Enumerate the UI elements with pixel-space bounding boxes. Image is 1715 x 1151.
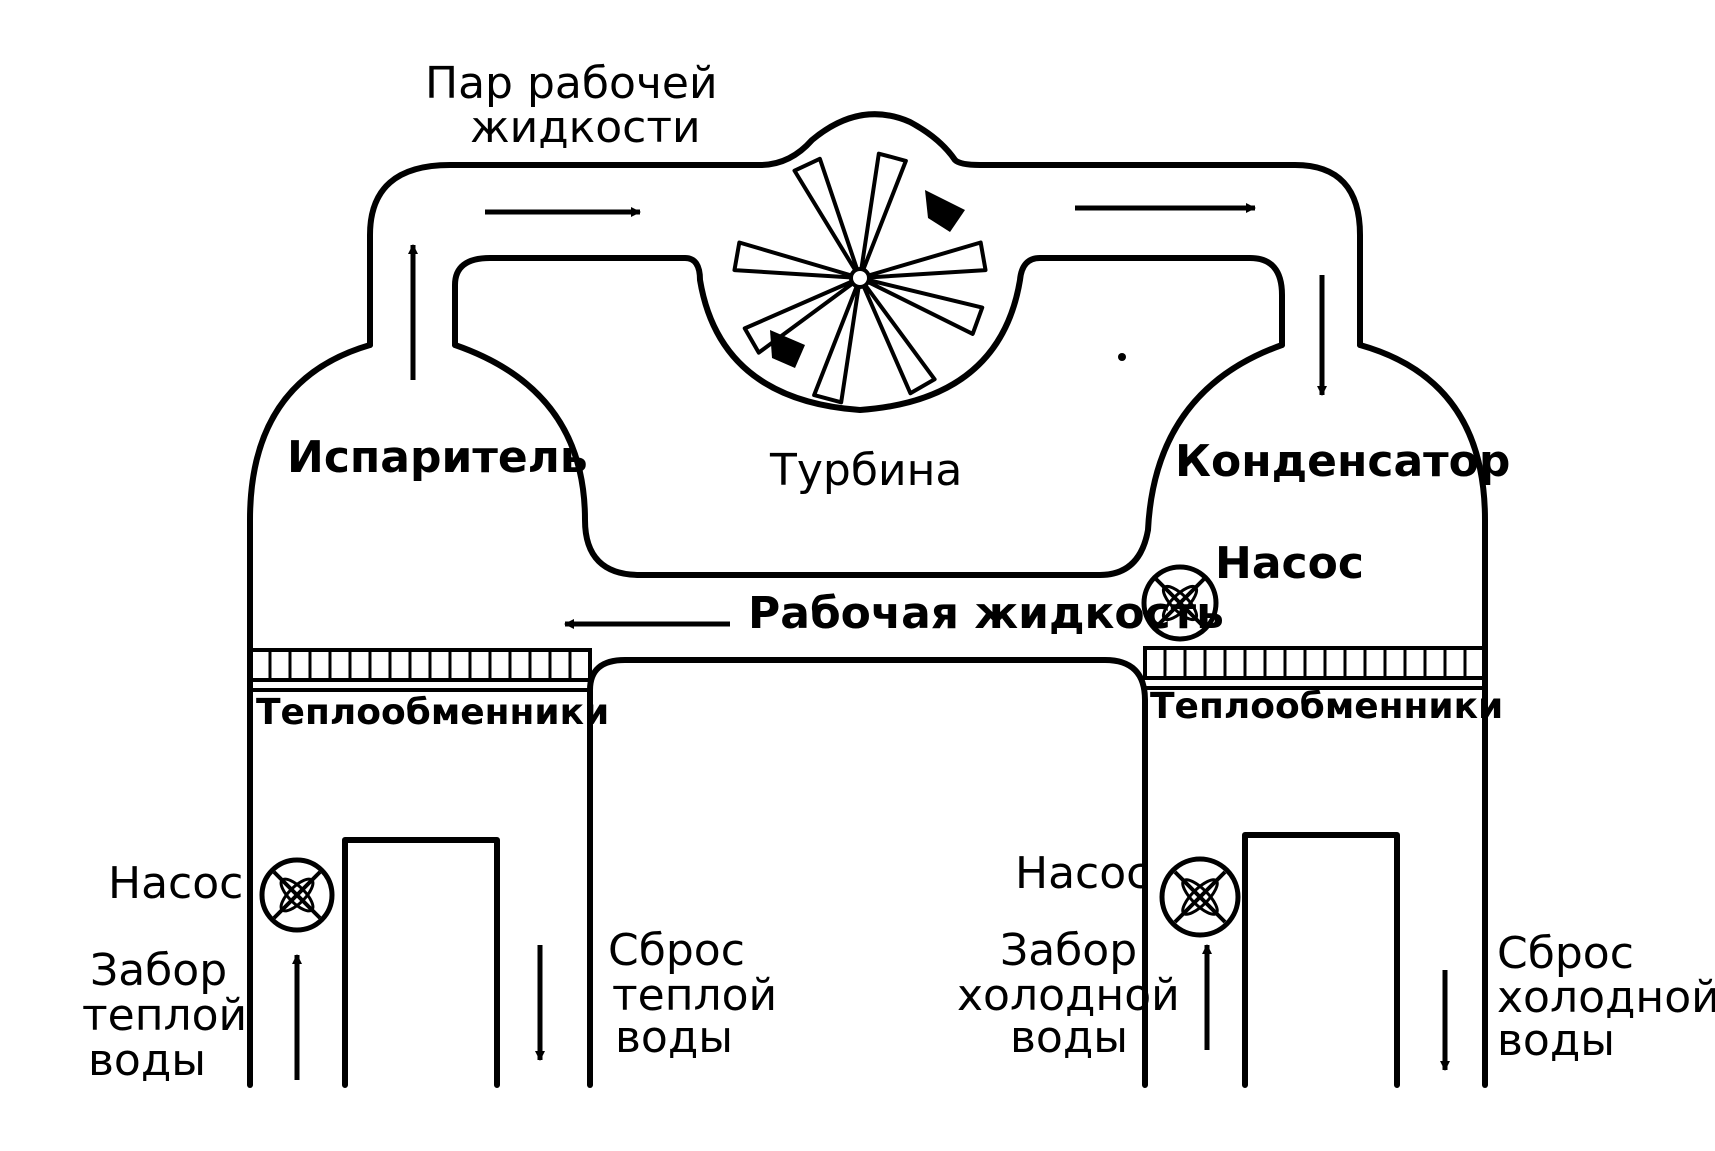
- vapor-label-line2: жидкости: [470, 102, 701, 153]
- turbine-blade: [792, 156, 862, 280]
- vapor-pipe-outer: [367, 111, 1363, 348]
- cold-intake-label-line2: холодной: [957, 970, 1180, 1021]
- turbine-blade: [732, 240, 862, 280]
- turbine-blade: [858, 151, 908, 280]
- turbine-blade: [858, 240, 988, 280]
- left-water-channel: [342, 837, 500, 1088]
- warm-intake-label-line2: теплой: [82, 990, 247, 1041]
- pump-icon: [1159, 856, 1241, 938]
- pump-right-label: Насос: [1015, 848, 1150, 899]
- pump-top-label: Насос: [1215, 538, 1364, 589]
- cold-intake-label-line3: воды: [1010, 1012, 1128, 1063]
- vapor-pipe-inner: [452, 255, 1285, 413]
- warm-intake-label-line3: воды: [88, 1035, 206, 1086]
- pump-icon: [259, 857, 335, 933]
- condenser-dome: [1357, 342, 1488, 653]
- left-hx-grid: [248, 648, 592, 682]
- cold-discharge-label-line2: холодной: [1497, 972, 1715, 1023]
- heat-exchangers-left-label: Теплообменники: [256, 692, 609, 733]
- rotation-arrow-icon: [925, 190, 965, 232]
- cold-discharge-label-line3: воды: [1497, 1015, 1615, 1066]
- speck-dot: [1118, 353, 1126, 361]
- warm-discharge-label-line3: воды: [615, 1012, 733, 1063]
- warm-discharge-label-line1: Сброс: [608, 925, 745, 976]
- turbine-rotor: [732, 151, 988, 405]
- heat-exchangers-right-label: Теплообменники: [1150, 686, 1503, 727]
- warm-intake-label-line1: Забор: [90, 945, 227, 996]
- turbine-blade: [812, 276, 862, 405]
- right-hx-grid: [1143, 646, 1487, 680]
- working-fluid-label: Рабочая жидкость: [748, 588, 1224, 639]
- pump-left-label: Насос: [108, 858, 243, 909]
- cold-intake-label-line1: Забор: [1000, 925, 1137, 976]
- pump-icon: [1141, 564, 1219, 642]
- turbine-blade: [858, 276, 985, 336]
- right-water-channel: [1242, 832, 1400, 1088]
- condenser-label: Конденсатор: [1175, 436, 1510, 487]
- evaporator-dome-inner: [452, 342, 1285, 578]
- right-hx-grid-cells: [1163, 648, 1467, 678]
- warm-discharge-label-line2: теплой: [612, 970, 777, 1021]
- turbine-blade: [858, 276, 937, 396]
- evaporator-label: Испаритель: [287, 432, 588, 483]
- cold-discharge-label-line1: Сброс: [1497, 928, 1634, 979]
- liquid-return-lower: [587, 657, 1148, 1088]
- turbine-label: Турбина: [769, 445, 962, 496]
- turbine-hub: [849, 267, 871, 289]
- rotation-arrow-icon: [770, 330, 805, 368]
- left-hx-grid-cells: [268, 650, 572, 680]
- evaporator-dome: [247, 342, 373, 653]
- vapor-label-line1: Пар рабочей: [425, 58, 718, 109]
